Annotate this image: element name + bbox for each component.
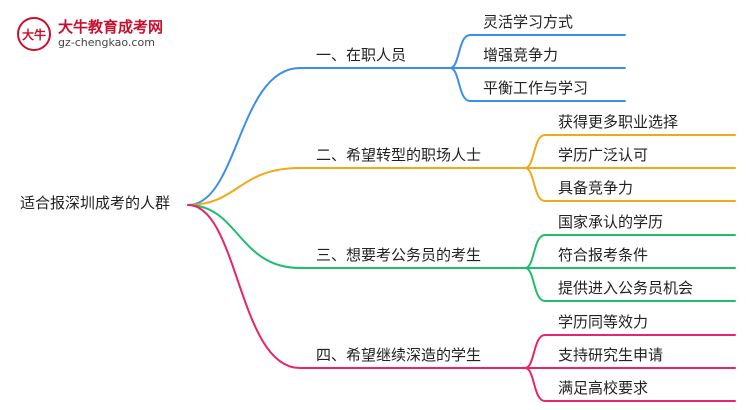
root-node: 适合报深圳成考的人群 [20,194,171,212]
leaf-connector [449,34,626,69]
branch-connector [187,167,526,206]
leaf-connector [449,67,626,102]
leaf-node: 学历广泛认可 [558,146,649,164]
leaf-node: 满足高校要求 [558,379,649,397]
logo: 大牛 大牛教育成考网 gz-chengkao.com [16,14,176,54]
branch-node: 四、希望继续深造的学生 [316,346,482,364]
leaf-node: 平衡工作与学习 [483,79,589,97]
leaf-node: 具备竞争力 [558,179,634,197]
leaf-node: 国家承认的学历 [558,213,664,231]
leaf-connector [524,334,736,369]
leaf-connector [524,167,736,202]
leaf-node: 学历同等效力 [558,313,649,331]
leaf-connector [524,367,736,402]
logo-mark-text: 大牛 [22,27,46,42]
leaf-node: 灵活学习方式 [483,13,574,31]
leaf-node: 符合报考条件 [558,246,649,264]
leaf-node: 支持研究生申请 [558,346,664,364]
branch-node: 一、在职人员 [316,46,407,64]
leaf-node: 获得更多职业选择 [558,113,679,131]
branch-node: 二、希望转型的职场人士 [316,146,482,164]
logo-mark-icon: 大牛 [17,17,51,51]
leaf-node: 提供进入公务员机会 [558,279,694,297]
branch-connector [187,204,526,269]
leaf-node: 增强竞争力 [483,46,559,64]
leaf-connector [524,234,736,269]
leaf-connector [524,134,736,169]
logo-url: gz-chengkao.com [58,36,155,49]
branch-connector [187,67,451,206]
logo-title: 大牛教育成考网 [58,18,164,36]
branch-connector [187,204,526,369]
leaf-connector [524,267,736,302]
branch-node: 三、想要考公务员的考生 [316,246,482,264]
